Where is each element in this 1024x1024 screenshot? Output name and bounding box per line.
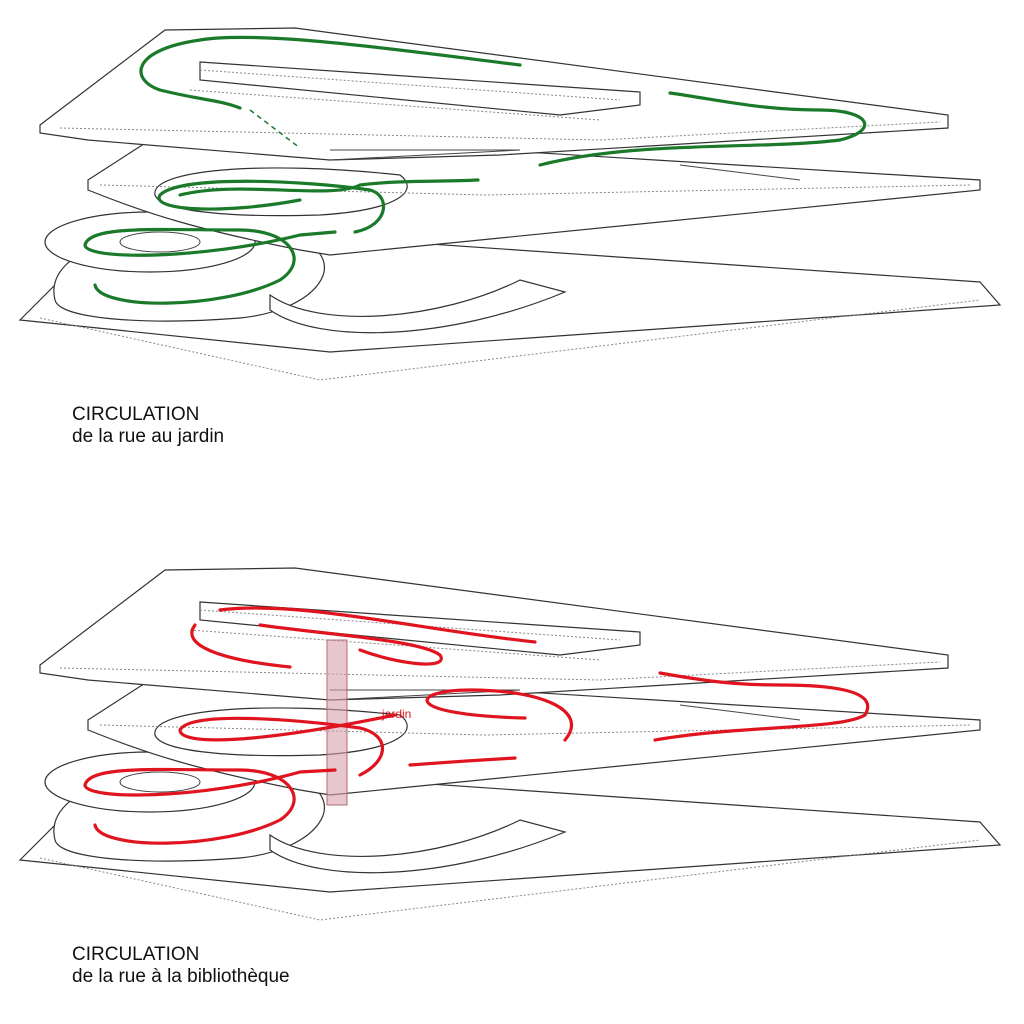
circulation-flow-red (83, 606, 870, 845)
jardin-label: jardin (382, 707, 412, 721)
flow-path (425, 688, 574, 742)
diagram-jardin (19, 27, 1001, 381)
caption-subtitle: de la rue à la bibliothèque (72, 966, 290, 987)
flow-path (190, 623, 292, 669)
flow-path (178, 178, 480, 197)
flow-path (139, 35, 522, 110)
flow-path (408, 756, 517, 767)
flow-path (538, 91, 867, 167)
flow-path (157, 179, 386, 234)
caption-title: CIRCULATION (72, 404, 200, 425)
flow-path (258, 623, 443, 666)
caption-bibliotheque: CIRCULATION de la rue à la bibliothèque (72, 944, 290, 988)
flow-path (83, 767, 337, 845)
building-axonometric (19, 567, 1001, 921)
vertical-core (326, 639, 348, 806)
caption-subtitle: de la rue au jardin (72, 426, 225, 447)
flow-path (653, 671, 870, 742)
flow-path (178, 713, 397, 777)
diagram-bibliotheque (19, 567, 1001, 921)
caption-title: CIRCULATION (72, 944, 200, 965)
flow-path (83, 227, 337, 305)
caption-jardin: CIRCULATION de la rue au jardin (72, 404, 224, 448)
circulation-flow-green (83, 35, 867, 305)
flow-path (218, 606, 537, 644)
